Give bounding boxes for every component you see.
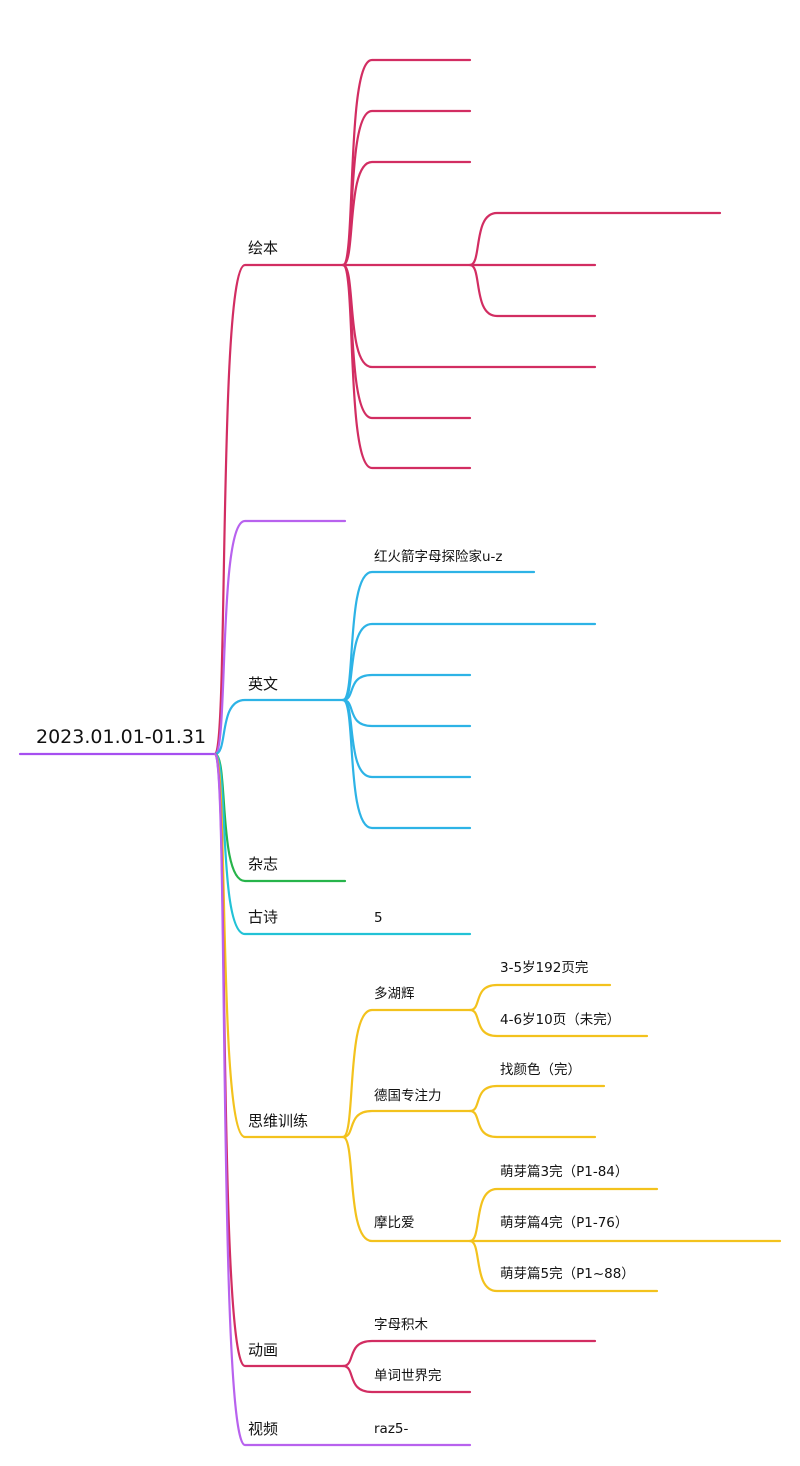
branch-english-label: 英文 — [248, 675, 279, 693]
edge-poetry — [213, 752, 472, 936]
branch-thinking-label: 思维训练 — [248, 1112, 309, 1130]
edge-picture-books — [213, 263, 345, 756]
branch-magazine-label: 杂志 — [248, 855, 279, 873]
edge-video — [213, 752, 472, 1447]
edge-picture-books-sub-3 — [468, 263, 597, 318]
edge-picture-books-sub-1 — [468, 211, 722, 267]
duohuhui-leaf-1-label: 3-5岁192页完 — [500, 960, 589, 976]
edge-animation-child-1 — [341, 1339, 597, 1368]
edge-english-child-4 — [341, 698, 472, 728]
edge-english-child-6 — [341, 698, 472, 830]
video-child-1-label: raz5- — [374, 1421, 409, 1437]
edge-english-child-5 — [341, 698, 472, 779]
edge-english — [213, 698, 345, 756]
edge-english-child-3 — [341, 673, 472, 702]
edge-duohuhui-leaf-2 — [468, 1008, 649, 1038]
edge-mobiai-leaf-1 — [468, 1187, 659, 1243]
edge-empty-branch — [213, 519, 347, 756]
animation-child-2-label: 单词世界完 — [374, 1368, 442, 1384]
edge-picture-books-child-5 — [341, 263, 472, 420]
edge-english-child-1 — [341, 570, 536, 702]
edge-english-child-2 — [341, 622, 597, 702]
edge-picture-books-child-3 — [341, 160, 472, 267]
edge-german-focus-leaf-2 — [468, 1109, 597, 1139]
edge-magazine — [213, 752, 347, 883]
branch-animation-label: 动画 — [248, 1341, 279, 1359]
edge-thinking-duohuhui — [341, 1008, 472, 1139]
english-child-1-label: 红火箭字母探险家u-z — [374, 549, 503, 565]
root-node-label: 2023.01.01-01.31 — [36, 726, 207, 748]
branch-video-label: 视频 — [248, 1420, 279, 1438]
mobiai-leaf-3-label: 萌芽篇5完（P1~88） — [500, 1266, 635, 1282]
thinking-child-duohuhui-label: 多湖辉 — [374, 986, 415, 1002]
thinking-child-mobiai-label: 摩比爱 — [374, 1215, 415, 1231]
edge-animation — [213, 752, 345, 1368]
mobiai-leaf-1-label: 萌芽篇3完（P1-84） — [500, 1164, 629, 1180]
edge-duohuhui-leaf-1 — [468, 983, 612, 1012]
edge-picture-books-child-2 — [341, 109, 472, 267]
edge-thinking-german-focus — [341, 1109, 472, 1139]
edge-mobiai-leaf-3 — [468, 1239, 659, 1293]
edge-german-focus-leaf-1 — [468, 1084, 606, 1113]
duohuhui-leaf-2-label: 4-6岁10页（未完） — [500, 1012, 621, 1028]
edge-animation-child-2 — [341, 1364, 472, 1394]
edge-thinking — [213, 752, 345, 1139]
edge-picture-books-child-6 — [341, 263, 472, 470]
branch-picture-books-label: 绘本 — [248, 239, 279, 257]
edge-thinking-mobiai — [341, 1135, 472, 1243]
poetry-child-1-label: 5 — [374, 910, 383, 926]
animation-child-1-label: 字母积木 — [374, 1317, 428, 1333]
thinking-child-german-focus-label: 德国专注力 — [374, 1088, 442, 1104]
branch-poetry-label: 古诗 — [248, 908, 279, 926]
german-focus-leaf-1-label: 找颜色（完） — [500, 1062, 581, 1078]
mobiai-leaf-2-label: 萌芽篇4完（P1-76） — [500, 1215, 629, 1231]
